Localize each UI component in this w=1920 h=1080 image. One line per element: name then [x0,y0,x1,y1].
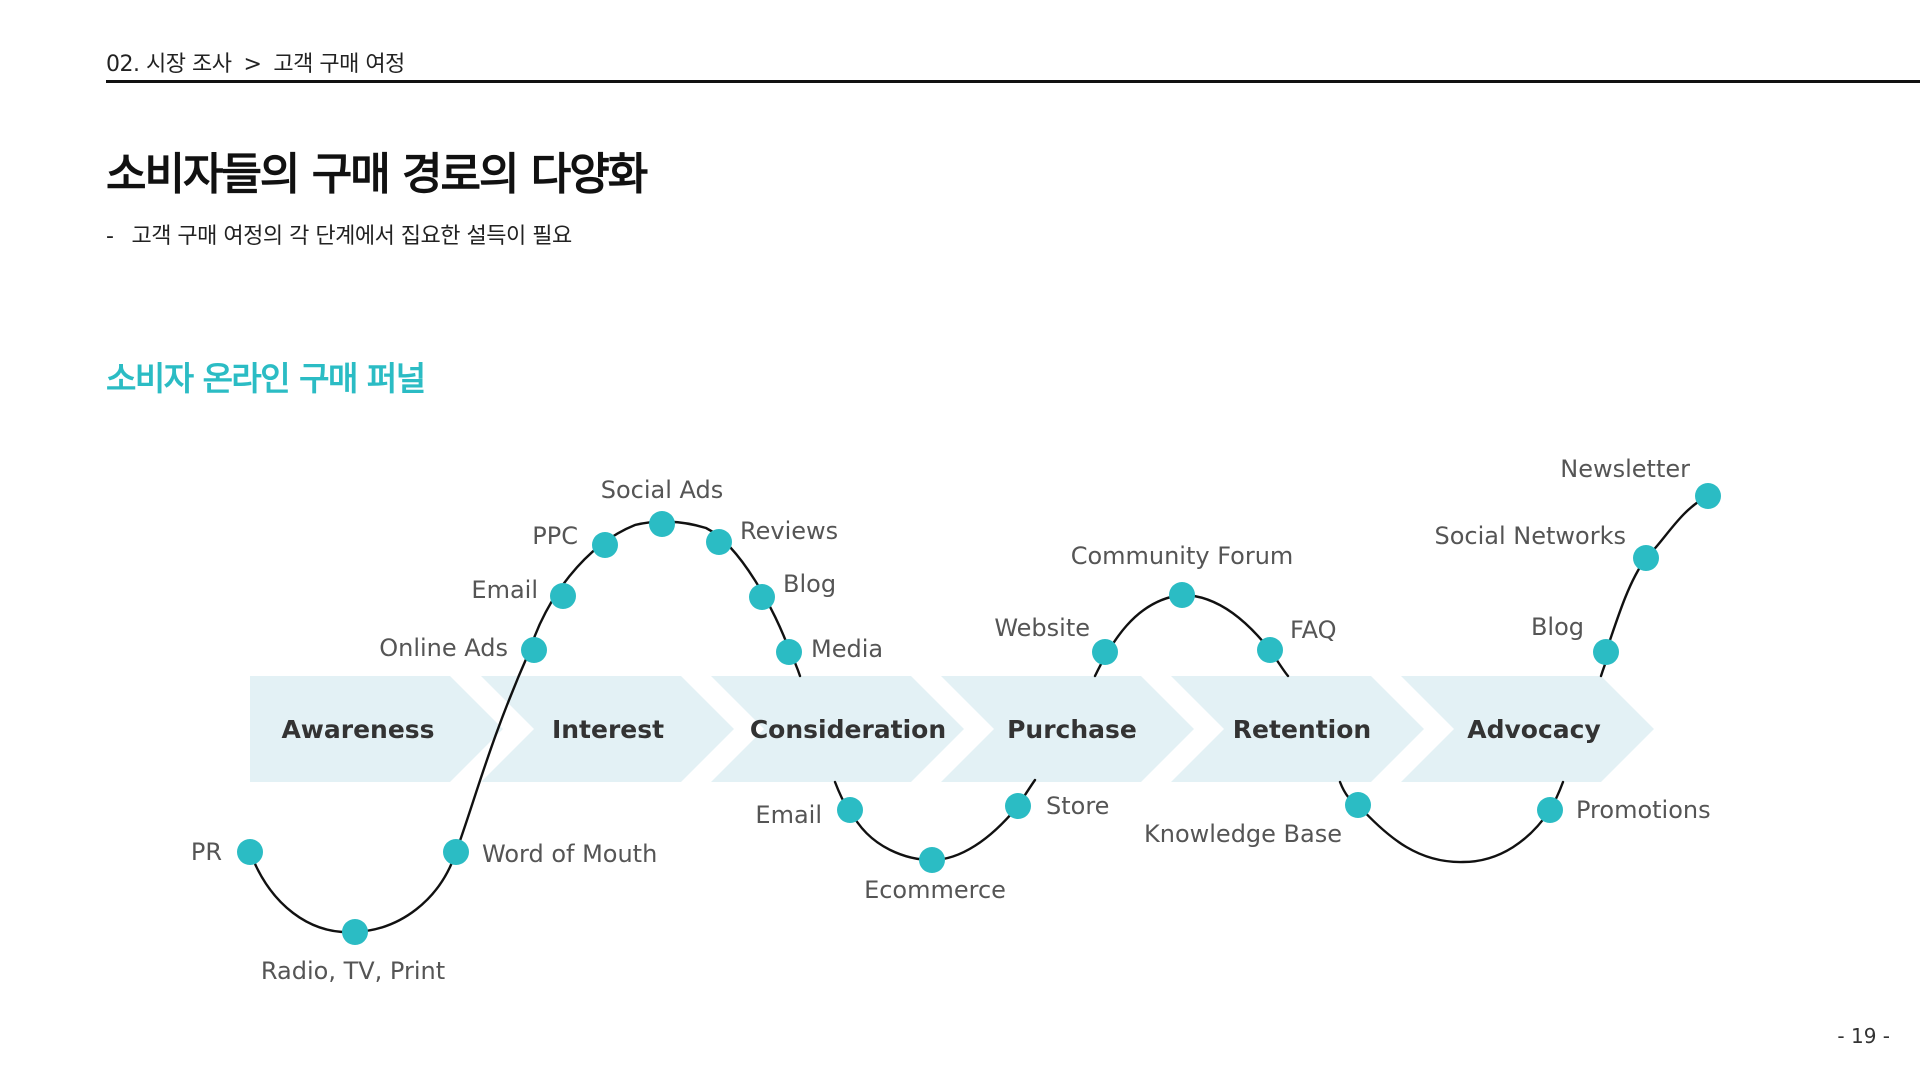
stage-chevron-advocacy [1401,676,1654,782]
touchpoint-label-faq: FAQ [1290,616,1337,644]
touchpoint-label-newsletter: Newsletter [1560,455,1690,483]
page-title: 소비자들의 구매 경로의 다양화 [106,149,648,200]
touchpoint-dot-promotions [1537,797,1563,823]
subtitle: -고객 구매 여정의 각 단계에서 집요한 설득이 필요 [106,218,572,250]
touchpoint-label-community-forum: Community Forum [1071,542,1294,570]
subtitle-text: 고객 구매 여정의 각 단계에서 집요한 설득이 필요 [131,224,572,249]
touchpoint-dot-blog-advocacy [1593,639,1619,665]
stage-label-interest: Interest [552,715,664,744]
touchpoint-dot-word-of-mouth [443,839,469,865]
stage-label-consideration: Consideration [750,715,946,744]
breadcrumb-separator: > [243,52,262,77]
touchpoint-label-promotions: Promotions [1576,796,1711,824]
stage-chevron-retention [1171,676,1424,782]
touchpoint-label-store: Store [1046,792,1109,820]
stage-label-awareness: Awareness [281,715,434,744]
touchpoint-dot-email-interest [550,583,576,609]
touchpoint-label-knowledge-base: Knowledge Base [1144,820,1342,848]
touchpoint-label-email-consideration: Email [755,801,822,829]
journey-curve-1 [248,648,532,934]
touchpoint-dot-ppc [592,532,618,558]
touchpoint-dot-media [776,639,802,665]
touchpoint-dot-faq [1257,637,1283,663]
stage-label-purchase: Purchase [1007,715,1137,744]
touchpoint-label-radio-tv-print: Radio, TV, Print [261,957,445,985]
touchpoint-label-pr: PR [191,838,222,866]
journey-curve-5 [1338,780,1565,864]
touchpoint-label-website: Website [994,614,1090,642]
stage-chevron-consideration [711,676,964,782]
breadcrumb-page: 고객 구매 여정 [273,52,405,77]
stage-chevron-interest [481,676,734,782]
touchpoint-dot-community-forum [1169,582,1195,608]
touchpoint-label-ppc: PPC [532,522,578,550]
page-number: - 19 - [1837,1024,1890,1048]
touchpoint-label-blog-advocacy: Blog [1531,613,1584,641]
header-divider [106,80,1920,83]
touchpoint-label-social-networks: Social Networks [1435,522,1627,550]
touchpoint-dot-reviews [706,529,732,555]
touchpoint-dot-pr [237,839,263,865]
touchpoint-label-reviews: Reviews [740,517,838,545]
touchpoint-labels: PR Radio, TV, Print Word of Mouth Online Ad… [191,455,1711,985]
touchpoint-dot-knowledge-base [1345,792,1371,818]
journey-curve-4 [1093,593,1290,678]
subtitle-bullet: - [106,224,114,249]
touchpoint-label-ecommerce: Ecommerce [864,876,1006,904]
touchpoint-dot-radio-tv-print [342,919,368,945]
touchpoint-dot-social-ads [649,511,675,537]
touchpoint-label-word-of-mouth: Word of Mouth [482,840,657,868]
funnel-stages: Awareness Interest Consideration Purchase Re… [250,676,1654,782]
touchpoint-dot-ecommerce [919,847,945,873]
stage-label-retention: Retention [1233,715,1371,744]
touchpoint-dot-blog-consideration [749,584,775,610]
touchpoint-dots [237,483,1721,945]
stage-chevron-awareness [250,676,503,782]
touchpoint-dot-online-ads [521,637,547,663]
touchpoint-dot-email-consideration [837,797,863,823]
touchpoint-dot-store [1005,793,1031,819]
touchpoint-label-email-interest: Email [471,576,538,604]
touchpoint-label-media: Media [811,635,883,663]
touchpoint-dot-website [1092,639,1118,665]
stage-chevron-purchase [941,676,1194,782]
touchpoint-dot-newsletter [1695,483,1721,509]
stage-label-advocacy: Advocacy [1467,715,1601,744]
section-title: 소비자 온라인 구매 퍼널 [106,359,426,398]
touchpoint-label-online-ads: Online Ads [379,634,508,662]
breadcrumb: 02. 시장 조사 > 고객 구매 여정 [106,46,405,78]
touchpoint-label-social-ads: Social Ads [601,476,724,504]
touchpoint-label-blog-consideration: Blog [783,570,836,598]
breadcrumb-section: 02. 시장 조사 [106,52,232,77]
touchpoint-dot-social-networks [1633,545,1659,571]
